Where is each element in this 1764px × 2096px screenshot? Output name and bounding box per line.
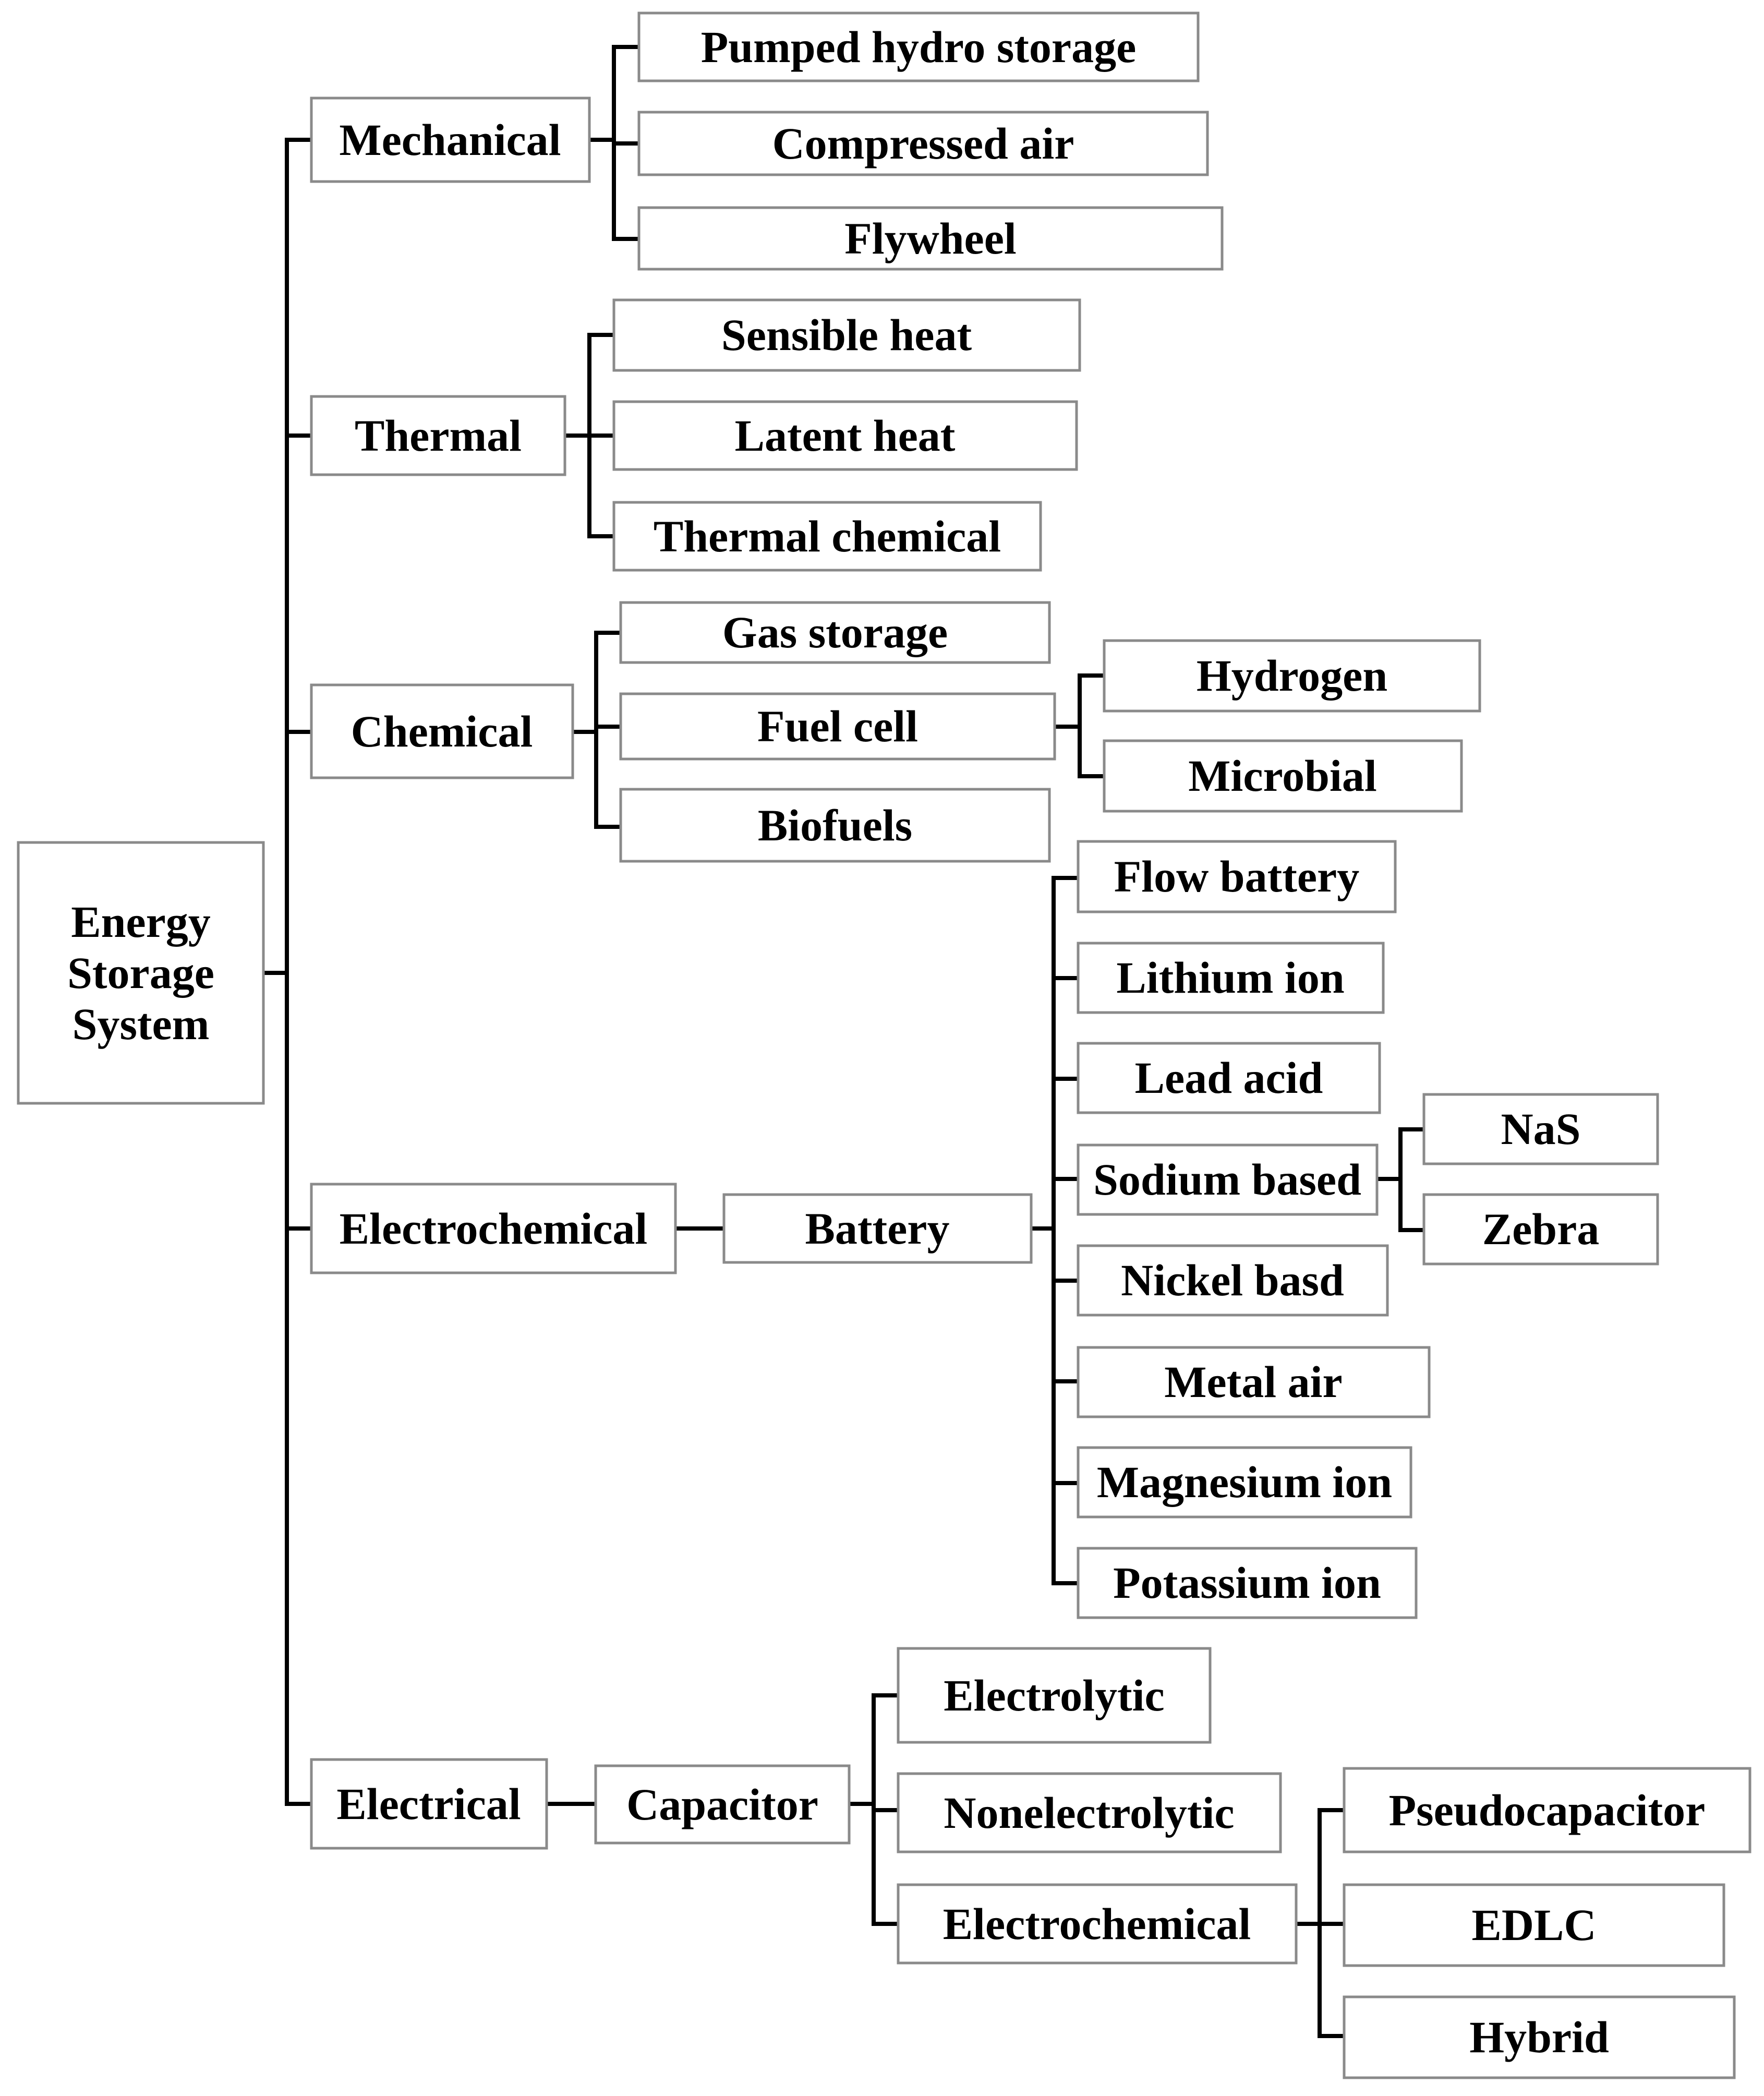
nickel-based-label: Nickel basd: [1121, 1255, 1344, 1305]
metal-air-box: [1077, 1346, 1431, 1418]
zebra-box: [1422, 1193, 1659, 1266]
chemical-label: Chemical: [351, 706, 533, 756]
sodium-based-box: [1077, 1143, 1379, 1216]
sensible-heat-box: [612, 298, 1081, 372]
microbial-box: [1103, 739, 1463, 813]
compressed-air-box: [637, 111, 1209, 176]
electrochemical-label: Electrochemical: [340, 1203, 648, 1254]
connector-lines: [261, 45, 1426, 2038]
fuel-cell-label: Fuel cell: [757, 701, 918, 751]
flow-battery-label: Flow battery: [1114, 851, 1359, 901]
metal-air-label: Metal air: [1164, 1357, 1342, 1407]
gas-storage-box: [619, 601, 1051, 664]
pseudocapacitor-box: [1343, 1767, 1751, 1853]
microbial-label: Microbial: [1188, 751, 1376, 801]
capacitor-box: [594, 1764, 851, 1845]
capacitor-label: Capacitor: [626, 1779, 818, 1829]
nonelectrolytic-box: [897, 1772, 1282, 1853]
category-electrical: Electrical Capacitor Electrolytic Nonele…: [310, 1647, 1751, 2079]
latent-heat-label: Latent heat: [735, 411, 956, 461]
potassium-ion-label: Potassium ion: [1113, 1558, 1381, 1608]
gas-storage-label: Gas storage: [722, 607, 948, 657]
thermal-chemical-label: Thermal chemical: [654, 511, 1001, 561]
root-label-line-3: System: [73, 999, 210, 1049]
nas-box: [1422, 1093, 1659, 1165]
hybrid-label: Hybrid: [1469, 2012, 1609, 2062]
biofuels-box: [619, 788, 1051, 863]
hydrogen-label: Hydrogen: [1197, 651, 1387, 701]
lead-acid-label: Lead acid: [1135, 1053, 1323, 1103]
battery-box: [722, 1193, 1033, 1264]
pumped-hydro-label: Pumped hydro storage: [701, 22, 1137, 72]
lithium-ion-label: Lithium ion: [1116, 953, 1344, 1003]
lithium-ion-box: [1077, 942, 1385, 1014]
magnesium-ion-box: [1077, 1446, 1412, 1519]
nickel-based-box: [1077, 1244, 1389, 1317]
electrolytic-box: [897, 1647, 1212, 1744]
latent-heat-box: [612, 400, 1078, 471]
category-mechanical: Mechanical Pumped hydro storage Compress…: [310, 11, 1224, 271]
hybrid-box: [1343, 1995, 1736, 2079]
root-node: Energy Storage System: [17, 841, 265, 1105]
root-label-line-2: Storage: [67, 948, 214, 998]
flow-battery-box: [1077, 840, 1397, 913]
zebra-label: Zebra: [1482, 1204, 1600, 1254]
sensible-heat-label: Sensible heat: [721, 310, 972, 360]
battery-label: Battery: [805, 1203, 950, 1254]
root-label-line-1: Energy: [71, 897, 211, 947]
electrical-box: [310, 1758, 548, 1850]
hydrogen-box: [1103, 639, 1481, 713]
electrochemical-capacitor-label: Electrochemical: [943, 1899, 1251, 1949]
thermal-chemical-box: [612, 501, 1042, 572]
magnesium-ion-label: Magnesium ion: [1097, 1457, 1392, 1507]
category-electrochemical: Electrochemical Battery Flow battery Lit…: [310, 840, 1659, 1619]
edlc-label: EDLC: [1472, 1900, 1597, 1950]
electrochemical-capacitor-box: [897, 1883, 1298, 1965]
mechanical-box: [310, 97, 591, 183]
thermal-box: [310, 395, 566, 476]
chemical-box: [310, 683, 574, 779]
electrical-label: Electrical: [336, 1779, 521, 1829]
nas-label: NaS: [1501, 1104, 1581, 1154]
thermal-label: Thermal: [355, 411, 522, 461]
mechanical-label: Mechanical: [339, 115, 561, 165]
flywheel-box: [637, 206, 1224, 271]
biofuels-label: Biofuels: [758, 800, 912, 850]
root-box: [17, 841, 265, 1105]
pseudocapacitor-label: Pseudocapacitor: [1389, 1785, 1706, 1835]
category-chemical: Chemical Gas storage Fuel cell Biofuels …: [310, 601, 1481, 863]
potassium-ion-box: [1077, 1547, 1418, 1619]
nonelectrolytic-label: Nonelectrolytic: [944, 1788, 1234, 1838]
sodium-based-label: Sodium based: [1093, 1154, 1361, 1204]
category-thermal: Thermal Sensible heat Latent heat Therma…: [310, 298, 1081, 572]
compressed-air-label: Compressed air: [772, 118, 1074, 168]
edlc-box: [1343, 1883, 1725, 1967]
pumped-hydro-box: [637, 11, 1200, 82]
fuel-cell-box: [619, 692, 1056, 761]
electrolytic-label: Electrolytic: [944, 1670, 1164, 1720]
electrochemical-box: [310, 1183, 677, 1274]
lead-acid-box: [1077, 1042, 1381, 1114]
flywheel-label: Flywheel: [844, 213, 1017, 263]
